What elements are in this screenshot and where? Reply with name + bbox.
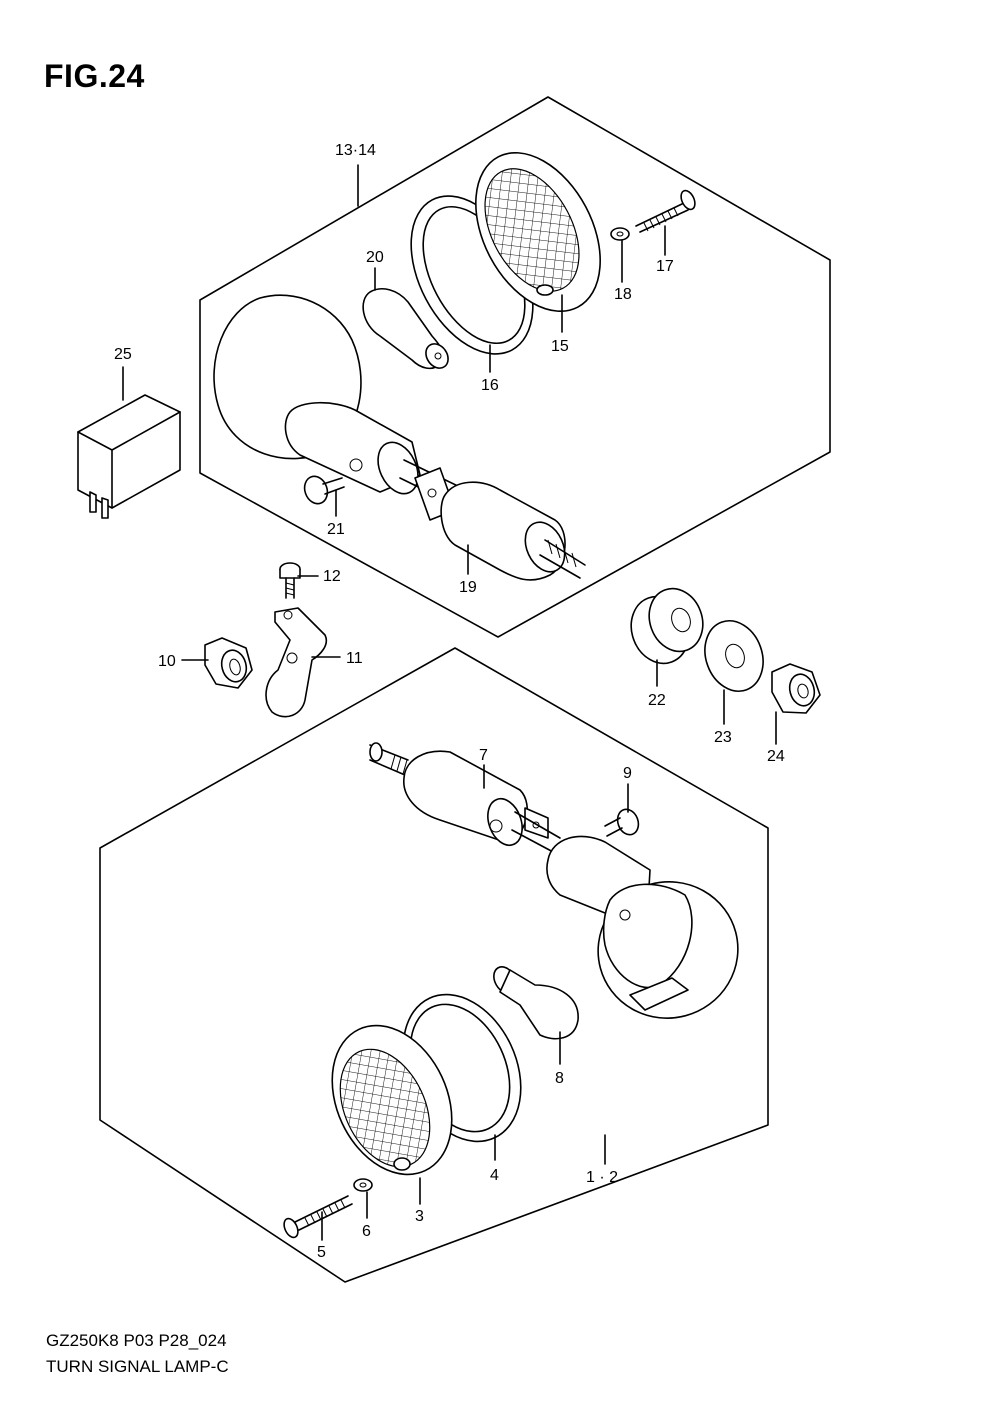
callout-17: 17 bbox=[656, 258, 674, 275]
washer-6 bbox=[353, 1178, 373, 1192]
screw-5 bbox=[283, 1195, 353, 1239]
callout-20: 20 bbox=[366, 249, 384, 266]
callout-10: 10 bbox=[158, 653, 176, 670]
figure-name: TURN SIGNAL LAMP-C bbox=[46, 1357, 229, 1376]
callout-13-14: 13·14 bbox=[335, 142, 376, 159]
washer-23 bbox=[704, 620, 764, 692]
lower-lamp-housing bbox=[369, 742, 739, 1019]
callout-25: 25 bbox=[114, 346, 132, 363]
grommet-22 bbox=[630, 587, 704, 665]
screw-21 bbox=[303, 475, 345, 505]
bulb-20 bbox=[362, 288, 449, 370]
bracket-11 bbox=[265, 607, 328, 718]
callout-3: 3 bbox=[415, 1208, 424, 1225]
lower-assembly-frame bbox=[99, 647, 769, 1283]
upper-assembly-frame bbox=[199, 96, 831, 638]
lens-15 bbox=[475, 151, 601, 313]
leader-lines bbox=[122, 164, 777, 1241]
callout-4: 4 bbox=[490, 1167, 499, 1184]
callout-24: 24 bbox=[767, 748, 785, 765]
callout-21: 21 bbox=[327, 521, 345, 538]
callout-18: 18 bbox=[614, 286, 632, 303]
upper-lamp-housing bbox=[213, 294, 586, 581]
screw-9 bbox=[604, 808, 640, 837]
callout-1-2: 1 · 2 bbox=[586, 1169, 618, 1186]
callout-12: 12 bbox=[323, 568, 341, 585]
callout-8: 8 bbox=[555, 1070, 564, 1087]
figure-code: GZ250K8 P03 P28_024 bbox=[46, 1331, 227, 1350]
nut-10 bbox=[204, 637, 253, 689]
callout-5: 5 bbox=[317, 1244, 326, 1261]
bulb-8 bbox=[493, 966, 579, 1040]
screw-17 bbox=[635, 189, 696, 233]
bolt-12 bbox=[279, 562, 301, 599]
callout-22: 22 bbox=[648, 692, 666, 709]
callout-6: 6 bbox=[362, 1223, 371, 1240]
callout-9: 9 bbox=[623, 765, 632, 782]
lens-3 bbox=[331, 1024, 453, 1176]
nut-24 bbox=[771, 663, 821, 714]
relay-25 bbox=[77, 394, 181, 519]
washer-18 bbox=[610, 227, 630, 241]
callout-23: 23 bbox=[714, 729, 732, 746]
callout-19: 19 bbox=[459, 579, 477, 596]
callout-15: 15 bbox=[551, 338, 569, 355]
callout-11: 11 bbox=[346, 650, 363, 667]
figure-title: FIG.24 bbox=[44, 58, 145, 94]
callout-7: 7 bbox=[479, 747, 488, 764]
callout-16: 16 bbox=[481, 377, 499, 394]
